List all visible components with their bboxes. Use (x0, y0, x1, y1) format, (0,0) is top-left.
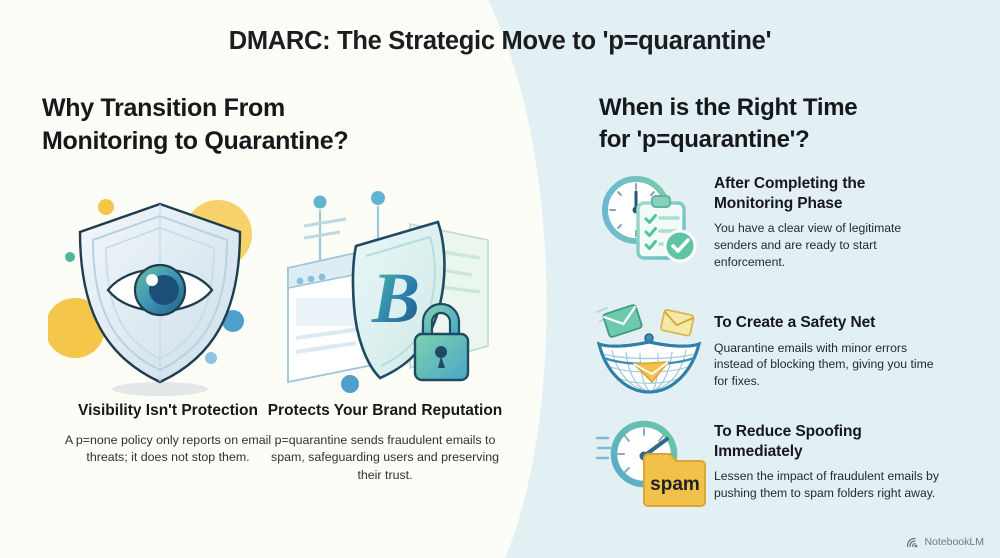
right-section-heading: When is the Right Time for 'p=quarantine… (599, 92, 939, 155)
decor-dash-1 (303, 217, 347, 228)
clock-checklist-illustration (602, 176, 697, 263)
page-title: DMARC: The Strategic Move to 'p=quaranti… (228, 27, 772, 55)
browser-dot-3 (318, 273, 326, 281)
decor-dot-yellow-top (98, 199, 114, 215)
left-heading-line-1: Why Transition From (42, 94, 285, 122)
shield-eye-illustration (45, 199, 252, 396)
envelope-yellow (660, 309, 695, 337)
check-badge (663, 229, 697, 263)
net-outline (596, 340, 702, 394)
browser-shield-lock-icon: B (260, 186, 510, 401)
right-item-1-text: After Completing the Monitoring Phase Yo… (714, 168, 946, 271)
lock-keyhole (435, 346, 447, 358)
envelope-caught (632, 361, 670, 384)
safety-net-envelopes-icon (596, 300, 702, 400)
left-card-1-title: Visibility Isn't Protection (78, 402, 258, 419)
notebooklm-watermark-label: NotebookLM (924, 536, 984, 548)
envelope-green (602, 304, 643, 338)
safety-net-illustration (596, 304, 702, 394)
speedometer-spam-illustration: spam (594, 420, 706, 507)
right-item-safety-net: To Create a Safety Net Quarantine emails… (596, 300, 946, 400)
right-heading-line-2: for 'p=quarantine'? (599, 125, 810, 153)
browser-front-line-2 (295, 341, 357, 354)
right-heading-line-1: When is the Right Time (599, 94, 858, 121)
right-item-1-body: You have a clear view of legitimate send… (714, 221, 902, 269)
right-item-reduce-spoofing: spam To Reduce Spoofing Immediately Less… (594, 416, 946, 516)
shield-eye-icon (45, 186, 288, 401)
left-card-1-body: A p=none policy only reports on email th… (64, 432, 272, 465)
right-item-2-title: To Create a Safety Net (714, 314, 876, 331)
left-card-2-body: p=quarantine sends fraudulent emails to … (271, 432, 499, 482)
right-item-2-body: Quarantine emails with minor errors inst… (714, 340, 934, 389)
eye-highlight (146, 274, 158, 286)
decor-dot-blue-bottom (341, 375, 359, 393)
spam-folder-label: spam (650, 474, 700, 495)
speedometer-spam-folder-icon: spam (594, 416, 706, 516)
browser-dot-2 (307, 275, 315, 283)
left-card-visibility: Visibility Isn't Protection A p=none pol… (45, 186, 288, 467)
browser-shield-lock-illustration: B (287, 191, 489, 393)
check-badge-mark (671, 238, 690, 253)
brand-shield-inner-line (365, 235, 436, 367)
right-item-monitoring-phase: After Completing the Monitoring Phase Yo… (596, 168, 946, 271)
right-item-1-title: After Completing the Monitoring Phase (714, 175, 866, 212)
clock-checklist-icon (596, 168, 700, 268)
decor-dot-teal (65, 252, 75, 262)
notebooklm-watermark: NotebookLM (906, 536, 984, 548)
left-card-2-title: Protects Your Brand Reputation (267, 402, 503, 419)
right-item-3-body: Lessen the impact of fraudulent emails b… (714, 469, 939, 500)
spam-folder (643, 453, 706, 507)
notebooklm-logo-icon (907, 537, 918, 547)
left-card-brand-reputation: B Protects Your Brand Reputation p=quara… (260, 186, 510, 485)
right-item-3-text: To Reduce Spoofing Immediately Lessen th… (714, 416, 946, 516)
decor-dot-cyan-top-left (313, 195, 327, 209)
clipboard-clip (651, 195, 671, 208)
decor-motion-lines (594, 436, 612, 460)
decor-circle-yellow-left (45, 298, 105, 358)
brand-shield-letter: B (371, 258, 420, 338)
right-item-2-text: To Create a Safety Net Quarantine emails… (714, 300, 946, 400)
browser-dot-1 (296, 277, 304, 285)
shield-shadow (112, 382, 208, 396)
decor-dash-2 (303, 230, 341, 240)
right-item-3-title: To Reduce Spoofing Immediately (714, 423, 862, 460)
lock-keyhole-stem (438, 356, 445, 368)
clock-ticks (609, 183, 663, 237)
left-heading-line-2: Monitoring to Quarantine? (42, 126, 349, 155)
left-section-heading: Why Transition From Monitoring to Quaran… (42, 92, 442, 157)
decor-dot-blue-large (222, 310, 244, 332)
decor-dot-cyan-top (371, 191, 385, 205)
decor-dot-blue-small (205, 352, 217, 364)
